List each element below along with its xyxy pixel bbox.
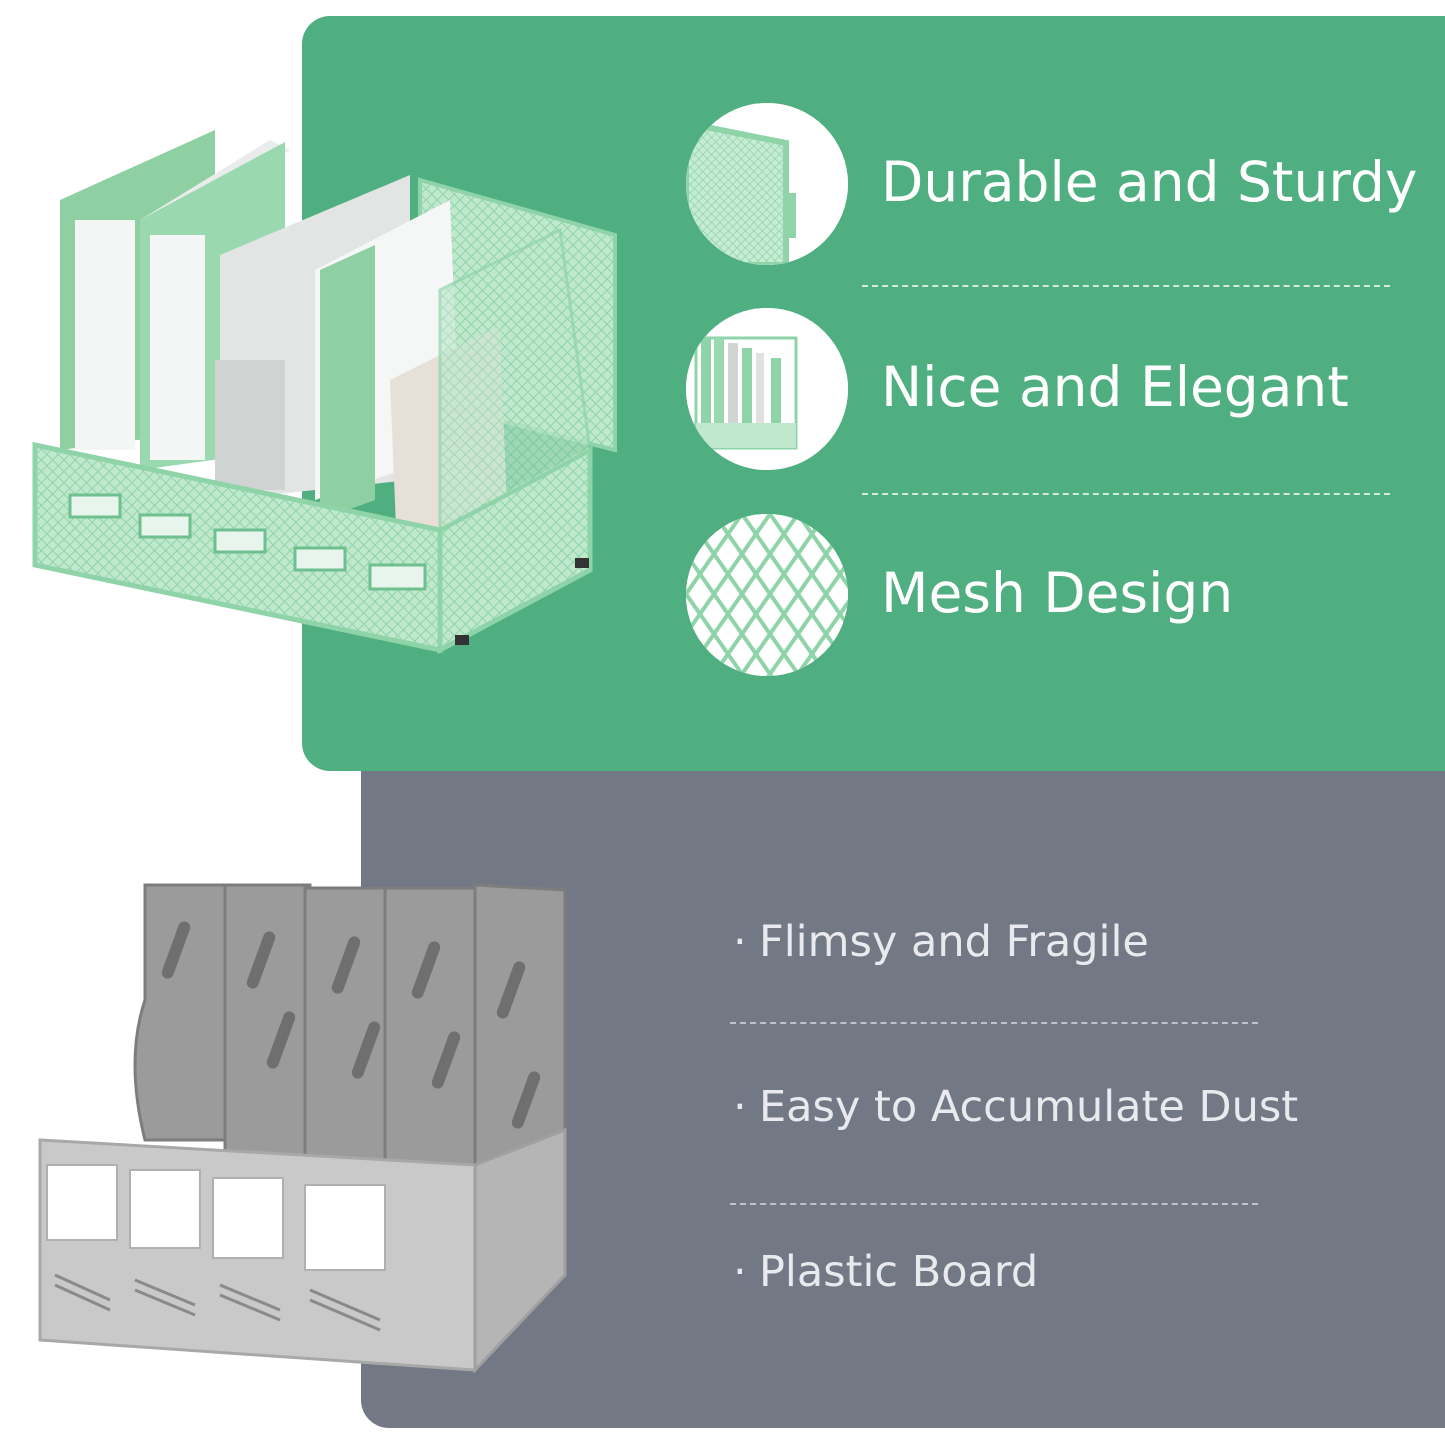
- mesh-corner-icon: [686, 103, 848, 265]
- feature-label: Mesh Design: [881, 561, 1234, 625]
- con-plastic: ·Plastic Board: [733, 1242, 1038, 1302]
- green-mesh-organizer-image: [32, 130, 617, 655]
- divider: [730, 1203, 1258, 1205]
- diamond-mesh-icon: [686, 514, 848, 676]
- organizer-thumbnail-icon: [686, 308, 848, 470]
- feature-label: Durable and Sturdy: [881, 150, 1418, 214]
- feature-elegant: Nice and Elegant: [686, 308, 1406, 470]
- feature-label: Nice and Elegant: [881, 355, 1349, 419]
- con-flimsy: ·Flimsy and Fragile: [733, 912, 1149, 972]
- bullet: ·: [733, 917, 747, 967]
- con-label: Flimsy and Fragile: [759, 917, 1149, 967]
- feature-durable: Durable and Sturdy: [686, 103, 1417, 265]
- feature-mesh: Mesh Design: [686, 514, 1406, 676]
- divider: [862, 285, 1390, 287]
- bullet: ·: [733, 1082, 747, 1132]
- con-label: Easy to Accumulate Dust: [759, 1082, 1299, 1132]
- con-label: Plastic Board: [759, 1247, 1039, 1297]
- bullet: ·: [733, 1247, 747, 1297]
- con-dust: ·Easy to Accumulate Dust: [733, 1077, 1298, 1137]
- plastic-organizer-image: [38, 883, 567, 1374]
- divider: [730, 1022, 1258, 1024]
- divider: [862, 493, 1390, 495]
